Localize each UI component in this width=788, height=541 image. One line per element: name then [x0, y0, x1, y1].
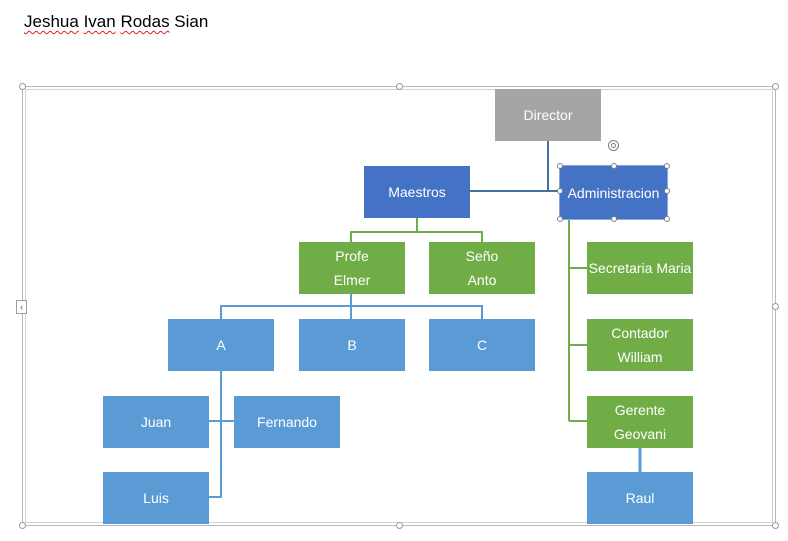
- node-label: Director: [523, 107, 573, 123]
- node-label: Elmer: [333, 272, 371, 288]
- node-label: B: [347, 337, 357, 353]
- title-word-ivan: Ivan: [83, 12, 116, 31]
- connector-maestros: [350, 218, 483, 242]
- node-label: Fernando: [257, 414, 317, 430]
- node-a[interactable]: A: [168, 319, 274, 371]
- node-label: Secretaria Maria: [588, 260, 692, 276]
- node-maestros[interactable]: Maestros: [364, 166, 470, 218]
- selection-handle[interactable]: [611, 216, 617, 222]
- title-word-jeshua: Jeshua: [24, 12, 79, 31]
- resize-handle-bottom-right[interactable]: [772, 522, 779, 529]
- node-label: Juan: [140, 414, 172, 430]
- title-word-sian: Sian: [169, 12, 209, 31]
- node-c[interactable]: C: [429, 319, 535, 371]
- node-label: Luis: [143, 490, 169, 506]
- resize-handle-right[interactable]: [772, 303, 779, 310]
- selection-handle[interactable]: [557, 188, 563, 194]
- selection-handle[interactable]: [664, 163, 670, 169]
- node-label: Geovani: [613, 426, 667, 442]
- connector-profe: [220, 294, 483, 319]
- node-label: Anto: [467, 272, 497, 288]
- rotate-icon[interactable]: [608, 140, 619, 151]
- node-juan[interactable]: Juan: [103, 396, 209, 448]
- selection-handle[interactable]: [664, 188, 670, 194]
- node-label: William: [617, 349, 663, 365]
- node-label: Gerente: [614, 402, 666, 418]
- node-label: Profe: [335, 248, 369, 264]
- node-b[interactable]: B: [299, 319, 405, 371]
- node-label: Contador: [611, 325, 669, 341]
- node-label: Maestros: [388, 184, 446, 200]
- node-label: Seño: [465, 248, 499, 264]
- resize-handle-top-left[interactable]: [19, 83, 26, 90]
- connector-a: [209, 371, 234, 498]
- node-label: A: [216, 337, 226, 353]
- node-director[interactable]: Director: [495, 89, 601, 141]
- node-label: Administracion: [567, 184, 660, 201]
- node-raul[interactable]: Raul: [587, 472, 693, 524]
- resize-handle-top[interactable]: [396, 83, 403, 90]
- node-label: C: [476, 337, 488, 353]
- selection-handle[interactable]: [557, 163, 563, 169]
- selection-handle[interactable]: [557, 216, 563, 222]
- selection-handle[interactable]: [664, 216, 670, 222]
- resize-handle-bottom[interactable]: [396, 522, 403, 529]
- node-fernando[interactable]: Fernando: [234, 396, 340, 448]
- node-label: Raul: [625, 490, 655, 506]
- resize-handle-top-right[interactable]: [772, 83, 779, 90]
- node-secretaria-maria[interactable]: Secretaria Maria: [587, 242, 693, 294]
- resize-handle-bottom-left[interactable]: [19, 522, 26, 529]
- document-title: Jeshua Ivan Rodas Sian: [24, 12, 208, 32]
- node-administracion[interactable]: Administracion: [559, 165, 668, 220]
- title-word-rodas: Rodas: [120, 12, 170, 31]
- connector-administracion: [568, 219, 587, 422]
- node-luis[interactable]: Luis: [103, 472, 209, 524]
- selection-handle[interactable]: [611, 163, 617, 169]
- chevron-left-icon[interactable]: ‹: [16, 300, 27, 314]
